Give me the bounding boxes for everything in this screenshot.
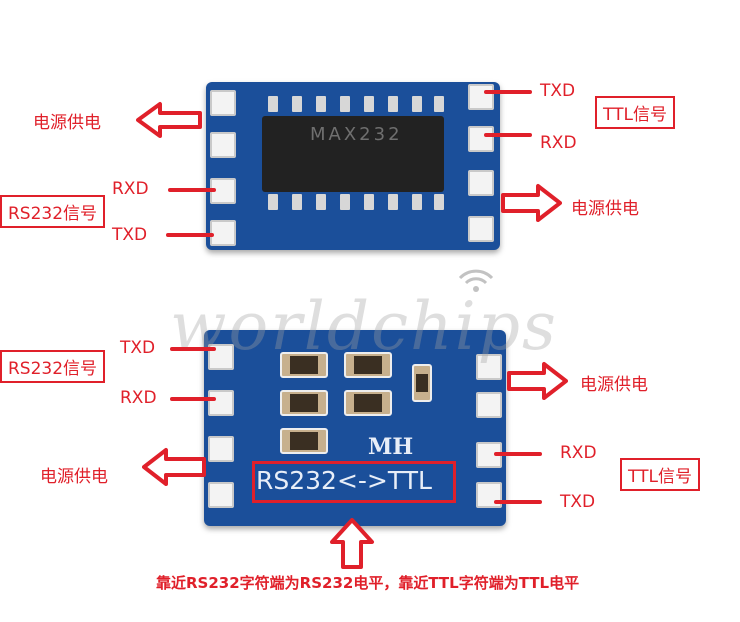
chip-pin — [340, 194, 350, 210]
top-left-pad-4 — [210, 220, 236, 246]
top-right-txd-line — [484, 90, 532, 94]
smd-capacitor — [280, 352, 328, 378]
bottom-left-txd-line — [170, 347, 216, 351]
arrow-right-icon — [507, 362, 568, 400]
arrow-left-icon — [142, 448, 206, 486]
chip-pin — [388, 96, 398, 112]
top-right-pad-2 — [468, 126, 494, 152]
bottom-right-pad-1 — [476, 354, 502, 380]
chip-pin — [268, 96, 278, 112]
bottom-ttl-signal-box: TTL信号 — [620, 458, 700, 491]
bottom-right-txd-line — [494, 500, 542, 504]
caption-text: 靠近RS232字符端为RS232电平，靠近TTL字符端为TTL电平 — [156, 574, 580, 592]
top-right-txd-label: TXD — [540, 81, 576, 101]
top-rs232-signal-box: RS232信号 — [0, 195, 106, 228]
top-right-rxd-label: RXD — [540, 133, 577, 153]
bottom-right-power-label: 电源供电 — [580, 375, 648, 395]
chip-pin — [292, 96, 302, 112]
chip-pin — [388, 194, 398, 210]
bottom-right-pad-4 — [476, 482, 502, 508]
chip-pin — [340, 96, 350, 112]
bottom-left-txd-label: TXD — [120, 338, 156, 358]
bottom-left-power-label: 电源供电 — [40, 467, 108, 487]
rs232-ttl-silkscreen: RS232<->TTL — [256, 466, 432, 495]
top-left-rxd-line — [168, 188, 216, 192]
chip-marking: MAX232 — [310, 124, 403, 145]
max232-chip: MAX232 — [262, 116, 444, 192]
chip-pin — [412, 96, 422, 112]
chip-pin — [434, 194, 444, 210]
top-left-pad-1 — [210, 90, 236, 116]
top-right-rxd-line — [484, 133, 532, 137]
chip-pin — [316, 96, 326, 112]
top-pcb-board: MAX232 — [206, 82, 500, 250]
chip-pin — [434, 96, 444, 112]
top-right-pad-4 — [468, 216, 494, 242]
chip-pin — [316, 194, 326, 210]
chip-pin — [364, 194, 374, 210]
bottom-left-pad-2 — [208, 390, 234, 416]
chip-pin — [412, 194, 422, 210]
chip-pin — [364, 96, 374, 112]
smd-capacitor — [344, 352, 392, 378]
chip-pin — [268, 194, 278, 210]
smd-capacitor — [280, 390, 328, 416]
arrow-right-icon — [501, 184, 562, 222]
bottom-right-txd-label: TXD — [560, 492, 596, 512]
wifi-icon — [458, 269, 494, 292]
top-right-power-label: 电源供电 — [571, 199, 639, 219]
chip-pin — [292, 194, 302, 210]
top-right-pad-3 — [468, 170, 494, 196]
arrow-up-icon — [330, 518, 374, 569]
top-ttl-signal-box: TTL信号 — [595, 96, 675, 129]
bottom-rs232-signal-box: RS232信号 — [0, 350, 106, 383]
bottom-left-pad-4 — [208, 482, 234, 508]
smd-capacitor — [344, 390, 392, 416]
mh-silkscreen: MH — [368, 434, 414, 460]
bottom-right-rxd-line — [494, 452, 542, 456]
top-left-rxd-label: RXD — [112, 179, 149, 199]
top-left-power-label: 电源供电 — [33, 113, 101, 133]
top-left-txd-label: TXD — [112, 225, 148, 245]
top-left-txd-line — [166, 233, 214, 237]
arrow-left-icon — [136, 102, 202, 138]
bottom-left-rxd-line — [170, 397, 216, 401]
bottom-left-pad-3 — [208, 436, 234, 462]
smd-capacitor — [280, 428, 328, 454]
top-right-pad-1 — [468, 84, 494, 110]
top-left-pad-2 — [210, 132, 236, 158]
bottom-right-rxd-label: RXD — [560, 443, 597, 463]
silkscreen-highlight-box — [252, 461, 456, 503]
smd-capacitor-vertical — [412, 364, 432, 402]
watermark-text: worldchips — [170, 288, 558, 365]
bottom-left-rxd-label: RXD — [120, 388, 157, 408]
bottom-right-pad-2 — [476, 392, 502, 418]
